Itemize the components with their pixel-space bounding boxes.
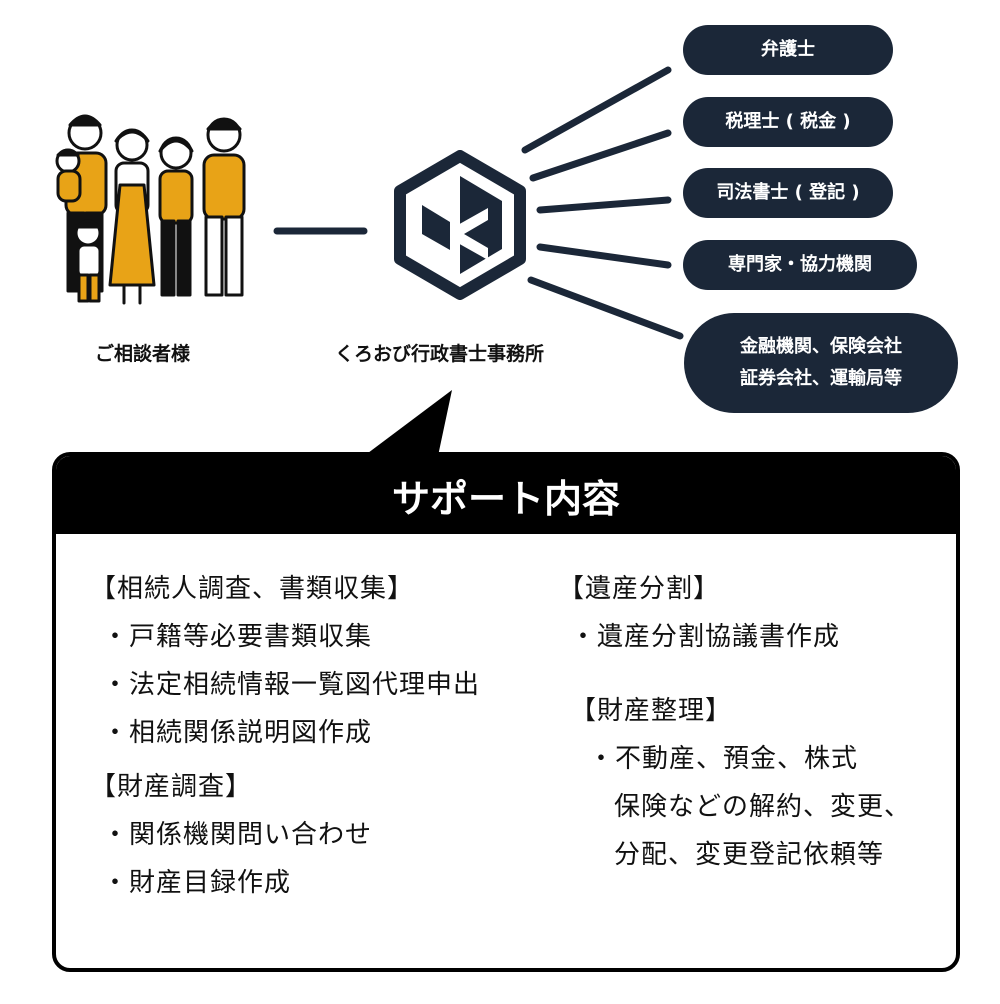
family-illustration [55, 114, 246, 305]
office-logo-icon [394, 150, 526, 300]
partner-tax-accountant: 税理士 ( 税金 ) [683, 97, 893, 147]
section-heading: 【財産整理】 [570, 696, 733, 726]
partner-label: 司法書士 ( 登記 ) [716, 181, 860, 203]
section-heading: 【遺産分割】 [558, 574, 721, 604]
section-heading: 【相続人調査、書類収集】 [90, 574, 415, 604]
section-heading: 【財産調査】 [90, 772, 253, 802]
speech-pointer [364, 390, 452, 456]
partner-lawyer: 弁護士 [683, 25, 893, 75]
partner-label: 専門家・協力機関 [728, 253, 872, 275]
partner-label: 税理士 ( 税金 ) [725, 110, 851, 132]
partner-label-line1: 金融機関、保険会社 [740, 335, 902, 357]
support-item-continued: 分配、変更登記依頼等 [614, 840, 885, 870]
support-item: ・財産目録作成 [102, 868, 292, 898]
office-label: くろおび行政書士事務所 [335, 343, 545, 365]
partner-judicial-scrivener: 司法書士 ( 登記 ) [683, 168, 893, 218]
partner-label-line2: 証券会社、運輸局等 [740, 368, 902, 389]
connector-lines [273, 66, 684, 340]
partner-label: 弁護士 [761, 38, 815, 60]
client-label: ご相談者様 [95, 343, 191, 365]
support-title: サポート内容 [56, 456, 956, 534]
support-item: ・関係機関問い合わせ [102, 820, 373, 850]
support-item: ・戸籍等必要書類収集 [102, 622, 373, 652]
support-item: ・法定相続情報一覧図代理申出 [102, 670, 481, 700]
support-panel: サポート内容 【相続人調査、書類収集】 ・戸籍等必要書類収集 ・法定相続情報一覧… [52, 452, 960, 972]
partner-financial-institutions: 金融機関、保険会社 証券会社、運輸局等 [684, 313, 958, 413]
support-item: ・不動産、預金、株式 [588, 744, 859, 774]
support-item: ・遺産分割協議書作成 [570, 622, 841, 652]
partner-specialists: 専門家・協力機関 [683, 240, 917, 290]
support-item: ・相続関係説明図作成 [102, 718, 373, 748]
support-item-continued: 保険などの解約、変更、 [614, 792, 912, 822]
